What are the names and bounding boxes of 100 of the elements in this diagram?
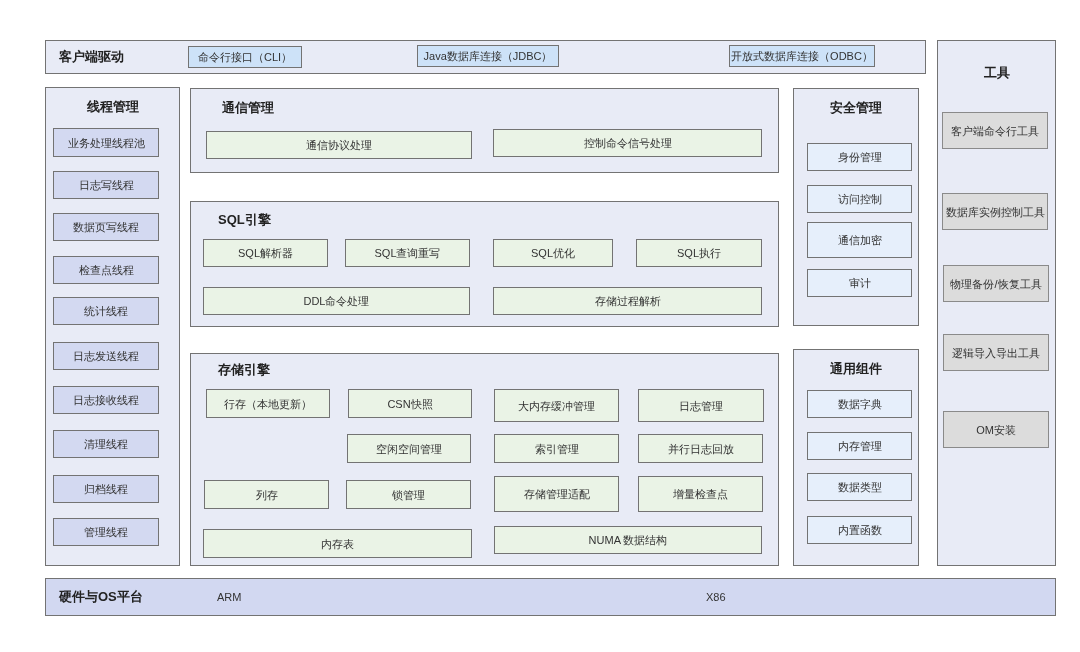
module-label: 日志写线程 xyxy=(78,178,134,192)
module-label: 管理线程 xyxy=(84,525,128,539)
module-panel xyxy=(793,349,919,566)
module-label: 客户端命令行工具 xyxy=(951,123,1039,138)
module-box xyxy=(807,222,912,258)
module-box xyxy=(345,239,470,267)
module-box xyxy=(53,475,159,503)
module-label: 日志发送线程 xyxy=(73,349,139,363)
module-label: CSN快照 xyxy=(387,396,433,411)
module-label: 命令行接口（CLI） xyxy=(197,50,293,64)
module-label: 并行日志回放 xyxy=(667,441,734,456)
module-box xyxy=(493,287,762,315)
module-box xyxy=(807,143,912,171)
module-label: NUMA 数据结构 xyxy=(588,533,668,547)
module-label: 统计线程 xyxy=(84,304,128,318)
module-label: SQL执行 xyxy=(677,246,721,260)
module-label: 锁管理 xyxy=(392,487,425,502)
module-box xyxy=(188,46,302,68)
module-box xyxy=(807,473,912,501)
module-label: 空闲空间管理 xyxy=(376,441,442,456)
panel-title: 通信管理 xyxy=(222,100,274,116)
module-label: 索引管理 xyxy=(534,441,579,456)
module-box xyxy=(53,518,159,546)
module-box xyxy=(206,389,330,418)
module-panel xyxy=(45,40,926,74)
module-box xyxy=(807,185,912,213)
module-box xyxy=(493,129,762,157)
module-panel xyxy=(190,88,779,173)
module-label: 通信加密 xyxy=(837,233,882,247)
module-box xyxy=(943,265,1049,302)
module-box xyxy=(206,131,472,159)
module-label: 数据库实例控制工具 xyxy=(945,204,1045,219)
module-box xyxy=(638,476,763,512)
module-box xyxy=(493,239,613,267)
panel-title: SQL引擎 xyxy=(218,212,271,228)
module-box xyxy=(638,434,763,463)
module-label: 存储管理适配 xyxy=(523,487,590,501)
module-box xyxy=(494,434,619,463)
module-label: 内存管理 xyxy=(837,439,882,453)
module-label: 存储过程解析 xyxy=(594,294,661,308)
module-box xyxy=(494,476,619,512)
module-panel xyxy=(937,40,1056,566)
panel-title: 存储引擎 xyxy=(218,362,270,378)
module-label: 大内存缓冲管理 xyxy=(518,398,595,413)
module-label: Java数据库连接（JDBC） xyxy=(423,49,553,63)
module-label: 业务处理线程池 xyxy=(67,135,145,150)
module-box xyxy=(943,411,1049,448)
panel-title: 线程管理 xyxy=(85,99,140,115)
module-label: 通信协议处理 xyxy=(306,138,372,152)
module-box xyxy=(347,434,471,463)
module-box xyxy=(807,432,912,460)
module-box xyxy=(494,526,762,554)
module-label: 控制命令信号处理 xyxy=(583,136,672,150)
module-box xyxy=(53,430,159,458)
module-label: 数据类型 xyxy=(837,480,882,494)
module-box xyxy=(203,529,472,558)
platform-label: X86 xyxy=(706,590,726,604)
module-box xyxy=(346,480,471,509)
module-box xyxy=(53,213,159,241)
module-label: 审计 xyxy=(848,276,871,290)
module-label: 数据页写线程 xyxy=(73,220,139,234)
module-box xyxy=(53,171,159,199)
module-box xyxy=(807,516,912,544)
module-label: 开放式数据库连接（ODBC） xyxy=(731,49,873,63)
module-box xyxy=(53,342,159,370)
module-label: 内置函数 xyxy=(837,523,882,537)
module-label: SQL解析器 xyxy=(238,246,293,260)
panel-title: 硬件与OS平台 xyxy=(59,589,143,605)
module-box xyxy=(53,256,159,284)
module-label: 日志管理 xyxy=(679,398,723,413)
panel-title: 工具 xyxy=(982,65,1011,81)
module-label: 数据字典 xyxy=(837,397,882,411)
module-label: 身份管理 xyxy=(837,150,882,164)
module-panel xyxy=(793,88,919,326)
module-label: 内存表 xyxy=(321,536,354,551)
module-label: 访问控制 xyxy=(837,192,882,206)
panel-title: 客户端驱动 xyxy=(59,49,124,65)
module-label: 增量检查点 xyxy=(673,487,728,501)
platform-label: ARM xyxy=(217,590,242,604)
module-box xyxy=(348,389,472,418)
module-label: 清理线程 xyxy=(84,437,128,451)
module-box xyxy=(636,239,762,267)
module-label: 日志接收线程 xyxy=(73,393,139,407)
module-label: SQL查询重写 xyxy=(374,246,441,260)
module-box xyxy=(203,239,328,267)
module-label: DDL命令处理 xyxy=(303,294,370,308)
module-box xyxy=(942,112,1048,149)
module-panel xyxy=(190,201,779,327)
module-box xyxy=(53,297,159,325)
module-box xyxy=(203,287,470,315)
module-label: 行存（本地更新） xyxy=(224,396,312,411)
panel-title: 通用组件 xyxy=(829,361,883,377)
module-label: 逻辑导入导出工具 xyxy=(952,345,1040,360)
platform-bar xyxy=(45,578,1056,616)
panel-title: 安全管理 xyxy=(829,100,883,116)
module-box xyxy=(638,389,764,422)
module-box xyxy=(204,480,329,509)
module-box xyxy=(417,45,559,67)
module-box xyxy=(942,193,1048,230)
module-box xyxy=(807,390,912,418)
